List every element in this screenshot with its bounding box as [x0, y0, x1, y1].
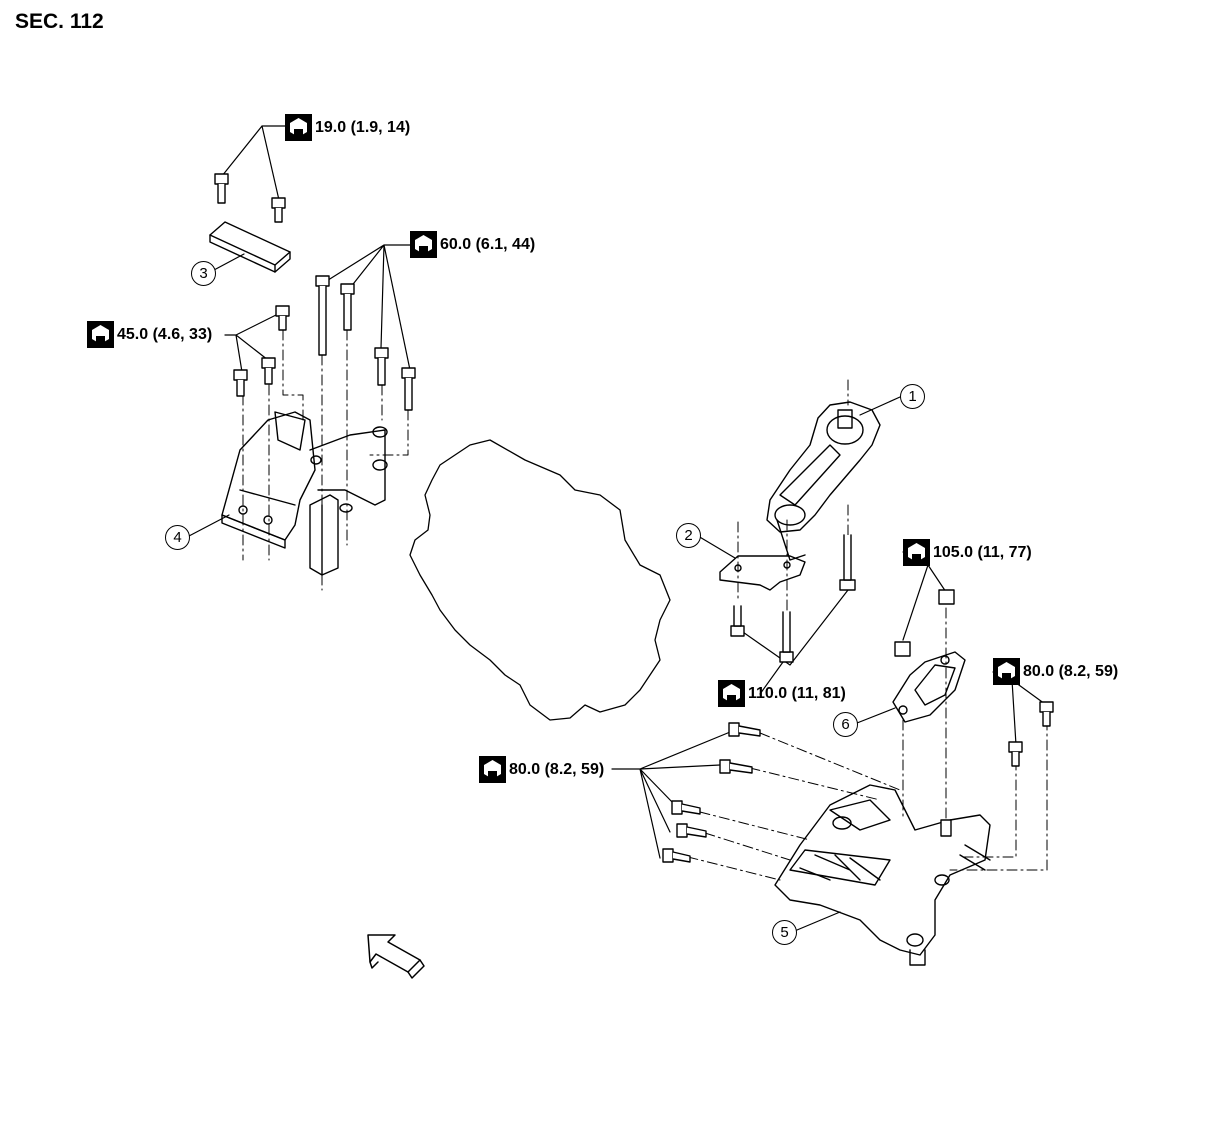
bolt	[340, 283, 355, 331]
bolt	[1008, 741, 1023, 767]
bolt	[662, 848, 691, 863]
torque-wrench-icon	[410, 231, 437, 258]
callout-2: 2	[676, 523, 701, 548]
mount-6	[892, 651, 966, 723]
alignment-lines	[242, 329, 1048, 881]
stud	[940, 819, 952, 837]
bolt	[275, 305, 290, 331]
torque-value: 80.0 (8.2, 59)	[509, 760, 605, 778]
bracket-5	[774, 784, 991, 966]
torque-label-19: 19.0 (1.9, 14)	[285, 114, 410, 141]
torque-value: 80.0 (8.2, 59)	[1023, 662, 1119, 680]
bracket-2	[719, 555, 806, 591]
bolt	[728, 722, 761, 737]
torque-label-105: 105.0 (11, 77)	[903, 539, 1032, 566]
bolt	[1039, 701, 1054, 727]
bolt	[401, 367, 416, 411]
torque-wrench-icon	[993, 658, 1020, 685]
bolt	[233, 369, 248, 397]
callout-3: 3	[191, 261, 216, 286]
torque-label-80-left: 80.0 (8.2, 59)	[479, 756, 604, 783]
bolt	[719, 759, 753, 774]
bracket-plate-3	[209, 221, 291, 273]
torque-wrench-icon	[87, 321, 114, 348]
bolt	[779, 611, 794, 663]
bracket-4	[221, 411, 316, 549]
torque-wrench-icon	[479, 756, 506, 783]
engine-outline	[409, 439, 671, 721]
torque-label-110: 110.0 (11, 81)	[718, 680, 846, 707]
bolt	[214, 173, 229, 204]
bolt	[315, 275, 330, 356]
callout-1: 1	[900, 384, 925, 409]
callout-4: 4	[165, 525, 190, 550]
bolt	[730, 605, 745, 637]
mount-insulator-1	[766, 401, 881, 561]
mount-bracket-center	[309, 426, 388, 576]
torque-wrench-icon	[903, 539, 930, 566]
front-direction-arrow-icon	[367, 934, 425, 979]
bolt	[374, 347, 389, 386]
torque-value: 110.0 (11, 81)	[748, 684, 846, 702]
callout-5: 5	[772, 920, 797, 945]
bolt	[671, 800, 701, 815]
torque-value: 45.0 (4.6, 33)	[117, 325, 213, 343]
bolt	[676, 823, 707, 838]
section-title: SEC. 112	[15, 10, 104, 33]
leader-lines	[188, 125, 1046, 931]
torque-value: 60.0 (6.1, 44)	[440, 235, 536, 253]
callout-6: 6	[833, 712, 858, 737]
bolts	[214, 173, 1054, 863]
bolt	[271, 197, 286, 223]
torque-value: 105.0 (11, 77)	[933, 543, 1032, 561]
bolt	[839, 534, 856, 591]
bolt	[938, 589, 955, 605]
torque-label-60: 60.0 (6.1, 44)	[410, 231, 535, 258]
bolt	[894, 641, 911, 657]
torque-wrench-icon	[718, 680, 745, 707]
torque-value: 19.0 (1.9, 14)	[315, 118, 411, 136]
torque-label-80-right: 80.0 (8.2, 59)	[993, 658, 1118, 685]
bolt	[261, 357, 276, 385]
torque-wrench-icon	[285, 114, 312, 141]
torque-label-45: 45.0 (4.6, 33)	[87, 321, 212, 348]
